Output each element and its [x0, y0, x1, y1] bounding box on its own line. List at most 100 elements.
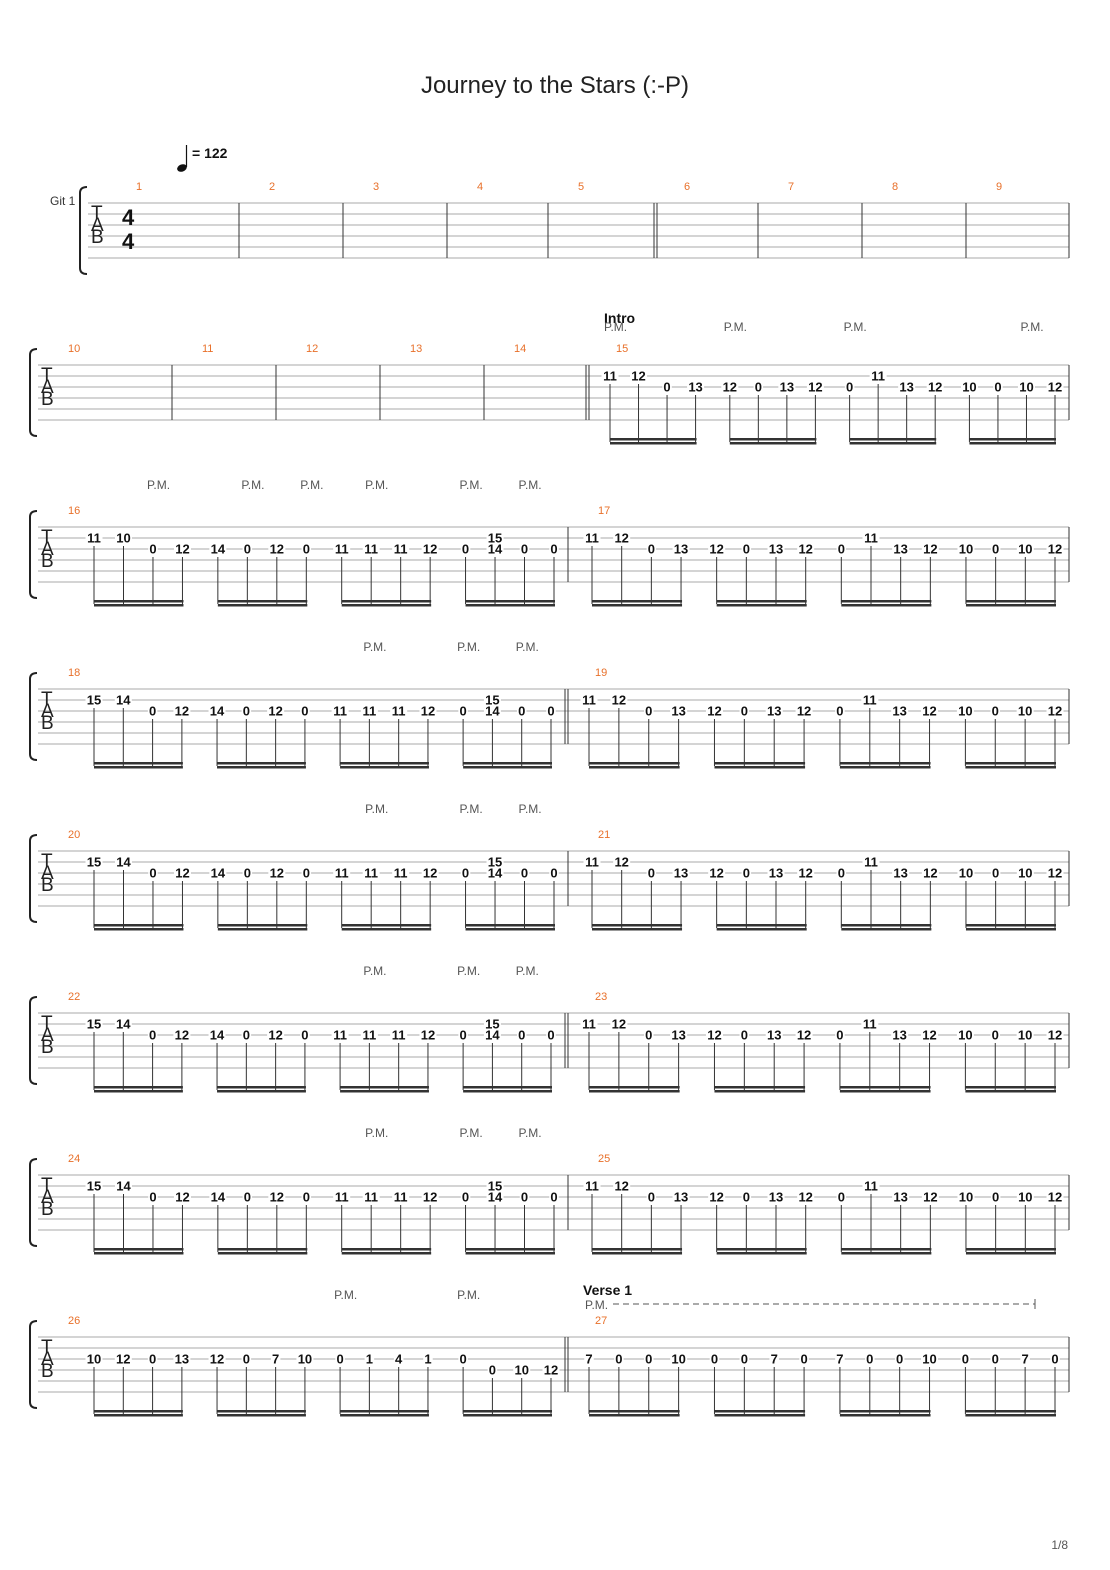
fret-number: 10 — [1018, 542, 1032, 557]
fret-number: 12 — [175, 866, 189, 881]
fret-background — [892, 1191, 910, 1203]
fret-number: 11 — [585, 1179, 599, 1194]
fret-number: 7 — [1022, 1352, 1029, 1367]
fret-background — [360, 705, 378, 717]
fret-number: 0 — [962, 1352, 969, 1367]
tab-clef-letter: T — [41, 1013, 53, 1034]
fret-background — [335, 1353, 345, 1365]
fret-background — [601, 370, 619, 382]
fret-number: 11 — [603, 369, 617, 384]
measure-number: 24 — [68, 1153, 80, 1165]
fret-background — [1046, 1191, 1064, 1203]
fret-number: 11 — [362, 704, 376, 719]
fret-background — [392, 1191, 410, 1203]
fret-background — [892, 867, 910, 879]
fret-background — [583, 532, 601, 544]
fret-background — [421, 1191, 439, 1203]
fret-background — [486, 532, 504, 544]
fret-number: 12 — [270, 542, 284, 557]
fret-background — [956, 1029, 974, 1041]
fret-background — [894, 1353, 905, 1365]
measure-number: 18 — [68, 667, 80, 679]
fret-number: 0 — [741, 704, 748, 719]
tempo-mark: = 122 — [192, 145, 228, 161]
fret-number: 0 — [149, 1028, 156, 1043]
fret-background — [546, 705, 556, 717]
fret-background — [990, 705, 1001, 717]
fret-background — [1016, 705, 1034, 717]
fret-number: 11 — [394, 1190, 408, 1205]
fret-background — [267, 1029, 285, 1041]
fret-number: 0 — [459, 704, 466, 719]
fret-background — [458, 705, 468, 717]
beam-primary — [714, 1086, 806, 1089]
fret-number: 0 — [836, 1028, 843, 1043]
fret-number: 11 — [864, 855, 878, 870]
fret-background — [835, 1353, 845, 1365]
fret-background — [419, 705, 437, 717]
fret-background — [549, 1191, 559, 1203]
beam-primary — [340, 762, 429, 765]
fret-number: 12 — [614, 531, 628, 546]
fret-number: 0 — [521, 866, 528, 881]
tab-clef-letter: B — [41, 551, 54, 572]
fret-number: 12 — [1048, 866, 1062, 881]
fret-number: 12 — [709, 1190, 723, 1205]
fret-number: 15 — [87, 1179, 101, 1194]
palm-mute-marker: P.M. — [334, 1288, 357, 1302]
fret-background — [836, 867, 847, 879]
fret-background — [956, 705, 974, 717]
section-marker: Verse 1 — [583, 1282, 632, 1298]
fret-number: 0 — [462, 1190, 469, 1205]
beam-primary — [839, 1410, 931, 1413]
fret-number: 11 — [585, 855, 599, 870]
fret-number: 11 — [864, 531, 878, 546]
fret-background — [242, 543, 253, 555]
tab-clef-letter: A — [41, 539, 54, 560]
beam-primary — [94, 1410, 183, 1413]
fret-number: 12 — [923, 866, 937, 881]
tab-clef-letter: B — [41, 875, 54, 896]
fret-background — [583, 856, 601, 868]
fret-background — [862, 1180, 880, 1192]
fret-number: 7 — [585, 1352, 592, 1367]
fret-number: 0 — [992, 866, 999, 881]
beam-secondary — [965, 1252, 1056, 1255]
fret-background — [614, 1353, 624, 1365]
tab-clef-letter: T — [41, 689, 53, 710]
fret-background — [990, 867, 1001, 879]
fret-number: 14 — [116, 693, 131, 708]
fret-number: 11 — [392, 1028, 406, 1043]
fret-number: 12 — [923, 1190, 937, 1205]
fret-number: 12 — [723, 380, 737, 395]
fret-background — [1016, 1191, 1034, 1203]
fret-background — [797, 867, 815, 879]
fret-number: 13 — [175, 1352, 189, 1367]
fret-background — [926, 381, 944, 393]
beam-primary — [94, 600, 184, 603]
fret-background — [85, 1180, 103, 1192]
fret-background — [836, 543, 847, 555]
fret-number: 0 — [303, 1190, 310, 1205]
beam-secondary — [94, 766, 183, 769]
tab-clef-letter: B — [41, 1037, 54, 1058]
beam-primary — [465, 600, 555, 603]
fret-background — [921, 543, 939, 555]
fret-background — [708, 543, 726, 555]
fret-number: 0 — [518, 1028, 525, 1043]
fret-number: 12 — [175, 704, 189, 719]
fret-background — [173, 1191, 191, 1203]
fret-number: 13 — [688, 380, 702, 395]
system-bracket — [29, 1320, 38, 1409]
fret-number: 0 — [711, 1352, 718, 1367]
fret-background — [114, 856, 132, 868]
fret-background — [741, 1191, 752, 1203]
fret-number: 10 — [1018, 704, 1032, 719]
fret-background — [835, 1029, 845, 1041]
fret-number: 0 — [462, 542, 469, 557]
fret-background — [613, 856, 631, 868]
fret-background — [865, 1353, 875, 1365]
fret-background — [148, 543, 158, 555]
fret-background — [869, 370, 887, 382]
fret-number: 12 — [175, 542, 189, 557]
